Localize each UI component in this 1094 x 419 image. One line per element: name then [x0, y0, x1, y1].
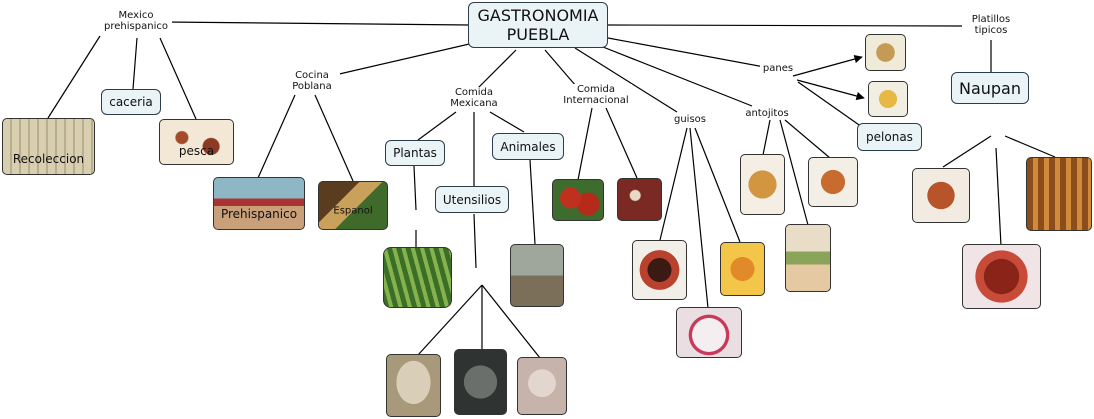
pesca-caption: pesca — [178, 143, 215, 158]
tacos-image[interactable] — [808, 157, 858, 207]
recoleccion-image[interactable]: Recoleccion — [2, 118, 95, 175]
concept-comida-mexicana[interactable]: Comida Mexicana — [444, 87, 504, 109]
espanol-image[interactable]: Espanol — [318, 181, 388, 230]
concept-pelonas[interactable]: pelonas — [857, 123, 922, 151]
concept-naupan[interactable]: Naupan — [951, 72, 1029, 104]
naupan-plato-2-image[interactable] — [962, 244, 1041, 309]
pipian-image[interactable] — [720, 242, 765, 296]
concept-guisos[interactable]: guisos — [670, 114, 710, 125]
concept-animales[interactable]: Animales — [492, 133, 564, 160]
concept-comida-internacional[interactable]: Comida Internacional — [560, 84, 632, 106]
cemitas-image[interactable] — [785, 224, 831, 292]
concept-cocina-poblana[interactable]: Cocina Poblana — [284, 70, 340, 92]
molcajete-image[interactable] — [454, 349, 507, 415]
naupan-tamales-image[interactable] — [1026, 157, 1092, 231]
concept-antojitos[interactable]: antojitos — [744, 108, 790, 119]
avestruz-image[interactable] — [510, 244, 564, 307]
pan-1-image[interactable] — [865, 34, 906, 71]
espanol-caption: Espanol — [333, 205, 373, 217]
mole-image[interactable] — [632, 240, 687, 300]
carne-image[interactable] — [617, 178, 662, 221]
chiles-en-nogada-image[interactable] — [676, 307, 742, 358]
sandia-image[interactable] — [383, 247, 452, 308]
root-concept-gastronomia-puebla[interactable]: GASTRONOMIA PUEBLA — [468, 2, 608, 48]
concept-plantas[interactable]: Plantas — [385, 140, 445, 166]
concept-utensilios[interactable]: Utensilios — [435, 186, 509, 213]
pesca-image[interactable]: pesca — [159, 119, 234, 165]
prehispanico-caption: Prehispanico — [220, 206, 298, 221]
recoleccion-caption: Recoleccion — [12, 151, 85, 166]
chalupas-image[interactable] — [740, 154, 785, 215]
prehispanico-image[interactable]: Prehispanico — [213, 177, 305, 230]
concept-mexico-prehispanico[interactable]: Mexico prehispanico — [100, 10, 172, 32]
naupan-plato-1-image[interactable] — [912, 168, 970, 223]
concept-platillos-tipicos[interactable]: Platillos tipicos — [964, 14, 1018, 36]
pan-2-image[interactable] — [868, 81, 908, 117]
metate-image[interactable] — [386, 354, 441, 417]
concept-caceria[interactable]: caceria — [101, 89, 161, 115]
concept-panes[interactable]: panes — [760, 63, 796, 74]
utensilio-image[interactable] — [517, 357, 567, 415]
tomates-image[interactable] — [552, 179, 604, 221]
